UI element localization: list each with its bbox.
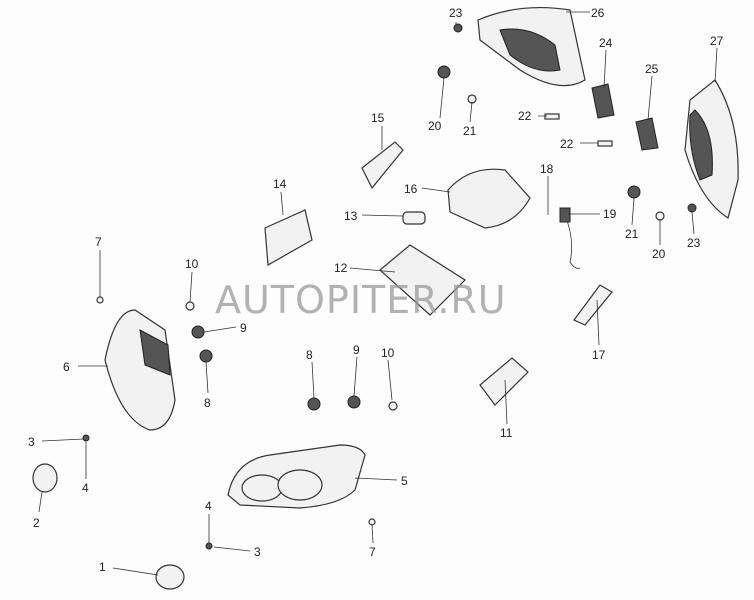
callout: 21 bbox=[463, 124, 477, 138]
callout: 21 bbox=[625, 227, 639, 241]
callout: 27 bbox=[710, 34, 724, 48]
plate-25 bbox=[635, 117, 659, 151]
callout-labels: 23 26 24 27 25 20 21 22 22 18 19 16 15 1… bbox=[28, 6, 724, 574]
callout: 11 bbox=[500, 426, 513, 440]
callout: 14 bbox=[273, 177, 287, 191]
lamp-cover-14 bbox=[264, 209, 313, 266]
lamp-15 bbox=[361, 141, 404, 190]
callout: 25 bbox=[645, 62, 659, 76]
callout: 23 bbox=[687, 236, 701, 250]
callout: 1 bbox=[99, 560, 106, 574]
callout: 18 bbox=[540, 162, 554, 176]
headlamp-left-6 bbox=[104, 309, 176, 431]
callout: 17 bbox=[592, 348, 606, 362]
harness-19 bbox=[564, 214, 581, 269]
callout: 6 bbox=[63, 360, 70, 374]
interior-lamp-12 bbox=[379, 244, 466, 316]
callout: 4 bbox=[205, 499, 212, 513]
callout: 7 bbox=[95, 235, 102, 249]
bulb-13 bbox=[402, 211, 426, 225]
callout: 10 bbox=[185, 257, 199, 271]
callout: 22 bbox=[518, 109, 532, 123]
leader-lines bbox=[38, 11, 718, 576]
callout: 8 bbox=[306, 348, 313, 362]
callout: 12 bbox=[334, 261, 348, 275]
callout: 3 bbox=[254, 545, 261, 559]
callout: 5 bbox=[401, 474, 408, 488]
callout: 26 bbox=[591, 6, 605, 20]
fog-lamp-2 bbox=[32, 463, 58, 493]
callout: 3 bbox=[28, 435, 35, 449]
switch-19 bbox=[559, 207, 571, 223]
callout: 23 bbox=[449, 6, 463, 20]
callout: 16 bbox=[404, 182, 418, 196]
callout: 24 bbox=[599, 36, 613, 50]
lamp-11 bbox=[479, 357, 529, 406]
callout: 10 bbox=[381, 346, 395, 360]
watermark: AUTOPITER.RU bbox=[215, 278, 507, 322]
callout: 9 bbox=[240, 321, 247, 335]
lamp-17 bbox=[573, 284, 613, 326]
callout: 20 bbox=[428, 119, 442, 133]
callout: 22 bbox=[560, 137, 574, 151]
callout: 9 bbox=[353, 343, 360, 357]
fog-lamp-1 bbox=[155, 564, 185, 590]
headlamp-5 bbox=[227, 444, 366, 509]
callout: 15 bbox=[371, 111, 385, 125]
callout: 19 bbox=[603, 207, 617, 221]
callout: 7 bbox=[369, 545, 376, 559]
rear-lamp-left bbox=[477, 6, 586, 87]
plate-24 bbox=[591, 83, 615, 119]
callout: 8 bbox=[204, 396, 211, 410]
dome-cover-16 bbox=[447, 168, 531, 229]
callout: 20 bbox=[652, 247, 666, 261]
rear-lamp-right bbox=[684, 79, 739, 219]
callout: 13 bbox=[344, 209, 358, 223]
callout: 4 bbox=[82, 481, 89, 495]
callout: 2 bbox=[33, 516, 40, 530]
